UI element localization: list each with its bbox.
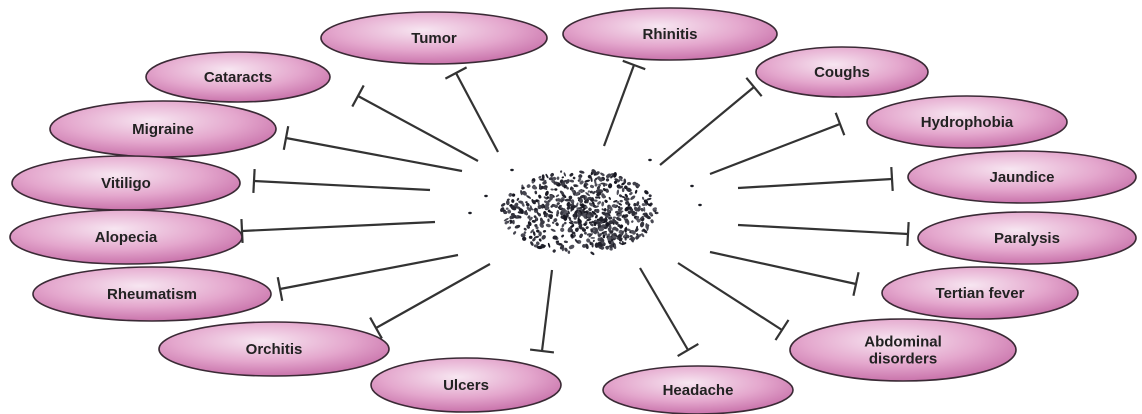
node-tertian-fever: Tertian fever — [882, 267, 1078, 319]
inhibition-line-vitiligo — [253, 169, 430, 193]
node-vitiligo: Vitiligo — [12, 156, 240, 210]
node-tumor: Tumor — [321, 12, 547, 64]
node-label-jaundice: Jaundice — [989, 169, 1054, 186]
node-label-rhinitis: Rhinitis — [643, 26, 698, 43]
node-coughs: Coughs — [756, 47, 928, 97]
node-label-tumor: Tumor — [411, 30, 457, 47]
node-headache: Headache — [603, 366, 793, 414]
node-hydrophobia: Hydrophobia — [867, 96, 1067, 148]
condition-nodes: Tumor RhinitisCataracts CoughsMigraine Hydr… — [10, 8, 1136, 414]
node-label-abdominal-disorders: Abdominaldisorders — [864, 334, 942, 368]
inhibition-line-orchitis — [370, 264, 490, 338]
node-label-paralysis: Paralysis — [994, 230, 1060, 247]
inhibition-line-paralysis — [738, 222, 909, 246]
node-label-hydrophobia: Hydrophobia — [921, 114, 1014, 131]
node-cataracts: Cataracts — [146, 52, 330, 102]
node-label-orchitis: Orchitis — [246, 341, 303, 358]
node-label-coughs: Coughs — [814, 64, 870, 81]
node-label-tertian-fever: Tertian fever — [936, 285, 1025, 302]
inhibition-line-migraine — [284, 126, 462, 171]
node-rheumatism: Rheumatism — [33, 267, 271, 321]
node-label-alopecia: Alopecia — [95, 229, 158, 246]
node-jaundice: Jaundice — [908, 151, 1136, 203]
inhibition-line-abdominal-disorders — [678, 263, 788, 340]
inhibition-line-rhinitis — [604, 61, 645, 146]
node-rhinitis: Rhinitis — [563, 8, 777, 60]
inhibition-lines — [241, 61, 908, 356]
seed-cluster-icon — [468, 159, 702, 256]
node-label-migraine: Migraine — [132, 121, 194, 138]
inhibition-line-cataracts — [352, 85, 478, 161]
inhibition-line-tumor — [445, 67, 498, 152]
inhibition-line-headache — [640, 268, 698, 356]
inhibition-line-ulcers — [530, 270, 554, 352]
inhibition-line-jaundice — [738, 167, 893, 191]
node-paralysis: Paralysis — [918, 212, 1136, 264]
node-label-vitiligo: Vitiligo — [101, 175, 151, 192]
node-label-ulcers: Ulcers — [443, 377, 489, 394]
inhibition-line-coughs — [660, 78, 762, 165]
inhibition-line-tertian-fever — [710, 252, 859, 296]
inhibition-line-alopecia — [241, 219, 435, 243]
node-alopecia: Alopecia — [10, 210, 242, 264]
node-label-rheumatism: Rheumatism — [107, 286, 197, 303]
node-migraine: Migraine — [50, 101, 276, 157]
node-label-cataracts: Cataracts — [204, 69, 272, 86]
inhibition-line-hydrophobia — [710, 113, 844, 174]
node-orchitis: Orchitis — [159, 322, 389, 376]
node-ulcers: Ulcers — [371, 358, 561, 412]
node-abdominal-disorders: Abdominaldisorders — [790, 319, 1016, 381]
node-label-headache: Headache — [663, 382, 734, 399]
inhibition-line-rheumatism — [278, 255, 458, 301]
